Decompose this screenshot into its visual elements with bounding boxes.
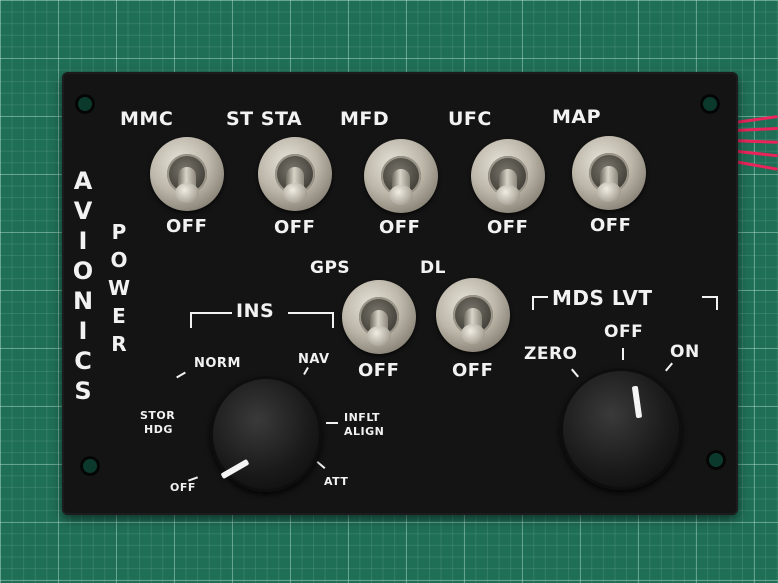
avionics-power-panel: AVIONICS POWER MMC ST STA MFD UFC MAP OF… (62, 72, 738, 515)
mds-tick (622, 348, 624, 360)
st-sta-off-label: OFF (274, 217, 316, 238)
map-label: MAP (552, 106, 602, 128)
ins-tick (176, 371, 186, 379)
power-label: POWER (107, 220, 131, 356)
mounting-hole (80, 456, 100, 476)
mds-zero-label: ZERO (524, 344, 578, 364)
ins-tick (303, 367, 309, 375)
ins-att-label: ATT (324, 475, 349, 488)
ins-inflt-label: INFLT (344, 411, 381, 424)
dl-label: DL (420, 258, 446, 278)
ins-norm-label: NORM (194, 356, 241, 371)
mmc-off-label: OFF (166, 216, 208, 237)
ins-tick (326, 422, 338, 424)
mds-bracket-left (532, 296, 548, 310)
ins-bracket-left (190, 312, 232, 328)
mds-lvt-rotary-knob[interactable] (560, 368, 682, 490)
mds-bracket-right (702, 296, 718, 310)
gps-off-label: OFF (358, 360, 400, 381)
ins-bracket-right (288, 312, 334, 328)
mounting-hole (700, 94, 720, 114)
gps-toggle-switch[interactable] (342, 280, 416, 354)
ins-stor-label: STOR (140, 409, 176, 422)
ufc-label: UFC (448, 108, 492, 130)
ins-rotary-knob[interactable] (210, 376, 322, 492)
ins-align-label: ALIGN (344, 425, 385, 438)
gps-label: GPS (310, 258, 351, 278)
avionics-label: AVIONICS (72, 167, 94, 405)
ins-nav-label: NAV (298, 352, 330, 367)
ufc-toggle-switch[interactable] (471, 139, 545, 213)
mfd-toggle-switch[interactable] (364, 139, 438, 213)
map-off-label: OFF (590, 215, 632, 236)
mds-on-label: ON (670, 342, 700, 362)
mds-lvt-title: MDS LVT (552, 286, 653, 310)
ufc-off-label: OFF (487, 217, 529, 238)
ins-hdg-label: HDG (144, 423, 173, 436)
mfd-label: MFD (340, 108, 390, 130)
dl-toggle-switch[interactable] (436, 278, 510, 352)
mmc-toggle-switch[interactable] (150, 137, 224, 211)
mds-tick (665, 362, 673, 372)
st-sta-label: ST STA (226, 108, 303, 130)
ins-title: INS (236, 300, 275, 322)
mfd-off-label: OFF (379, 217, 421, 238)
mounting-hole (75, 94, 95, 114)
ins-tick (316, 461, 326, 469)
st-sta-toggle-switch[interactable] (258, 137, 332, 211)
dl-off-label: OFF (452, 360, 494, 381)
ins-off-label: OFF (170, 481, 196, 494)
mmc-label: MMC (120, 108, 174, 130)
mds-off-label: OFF (604, 322, 644, 342)
map-toggle-switch[interactable] (572, 136, 646, 210)
mounting-hole (706, 450, 726, 470)
mds-tick (571, 368, 579, 378)
